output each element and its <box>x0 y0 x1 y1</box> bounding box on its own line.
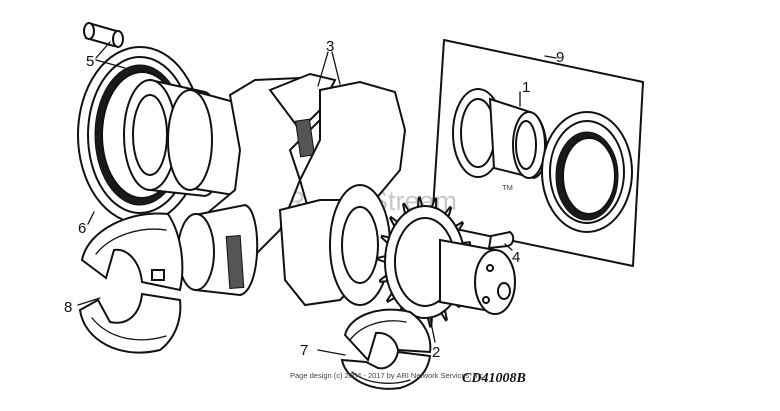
crank-pin <box>177 203 259 297</box>
leader-lines <box>77 41 557 356</box>
callout-4: 4 <box>512 249 520 266</box>
upper-bearing-shell <box>80 212 184 292</box>
gear-tooth <box>389 215 399 228</box>
callout-9: 9 <box>556 49 564 66</box>
gear-tooth <box>380 234 391 245</box>
watermark-tm: TM <box>502 183 513 192</box>
kit-panel <box>431 39 644 267</box>
lower-bearing-shell <box>78 292 182 354</box>
gear-tooth <box>443 205 453 219</box>
gear-tooth <box>430 197 438 210</box>
callout-6: 6 <box>78 220 86 237</box>
gear-tooth <box>454 220 465 233</box>
kit-seal-ring <box>541 111 633 233</box>
gear-tooth <box>402 202 411 216</box>
page-credit: Page design (c) 2004 - 2017 by ARI Netwo… <box>290 371 486 380</box>
rod-bearing-shell <box>340 308 432 390</box>
callouts: 1 2 3 4 5 6 7 8 9 <box>64 38 564 361</box>
gear-tooth <box>385 291 396 304</box>
gear-tooth <box>439 308 448 322</box>
figure-code: CD41008B <box>462 371 526 386</box>
gear-key <box>487 230 515 250</box>
callout-5: 5 <box>86 53 94 70</box>
bushing <box>452 88 548 180</box>
gear-tooth <box>378 273 389 283</box>
callout-8: 8 <box>64 299 72 316</box>
gear-hub <box>439 238 516 315</box>
callout-1: 1 <box>522 79 530 96</box>
callout-7: 7 <box>300 342 308 359</box>
callout-3: 3 <box>326 38 334 55</box>
gear-tooth <box>377 254 387 264</box>
callout-2: 2 <box>432 344 440 361</box>
gear-tooth <box>416 196 424 209</box>
rear-journal <box>329 184 391 306</box>
dowel-pin <box>83 22 124 48</box>
